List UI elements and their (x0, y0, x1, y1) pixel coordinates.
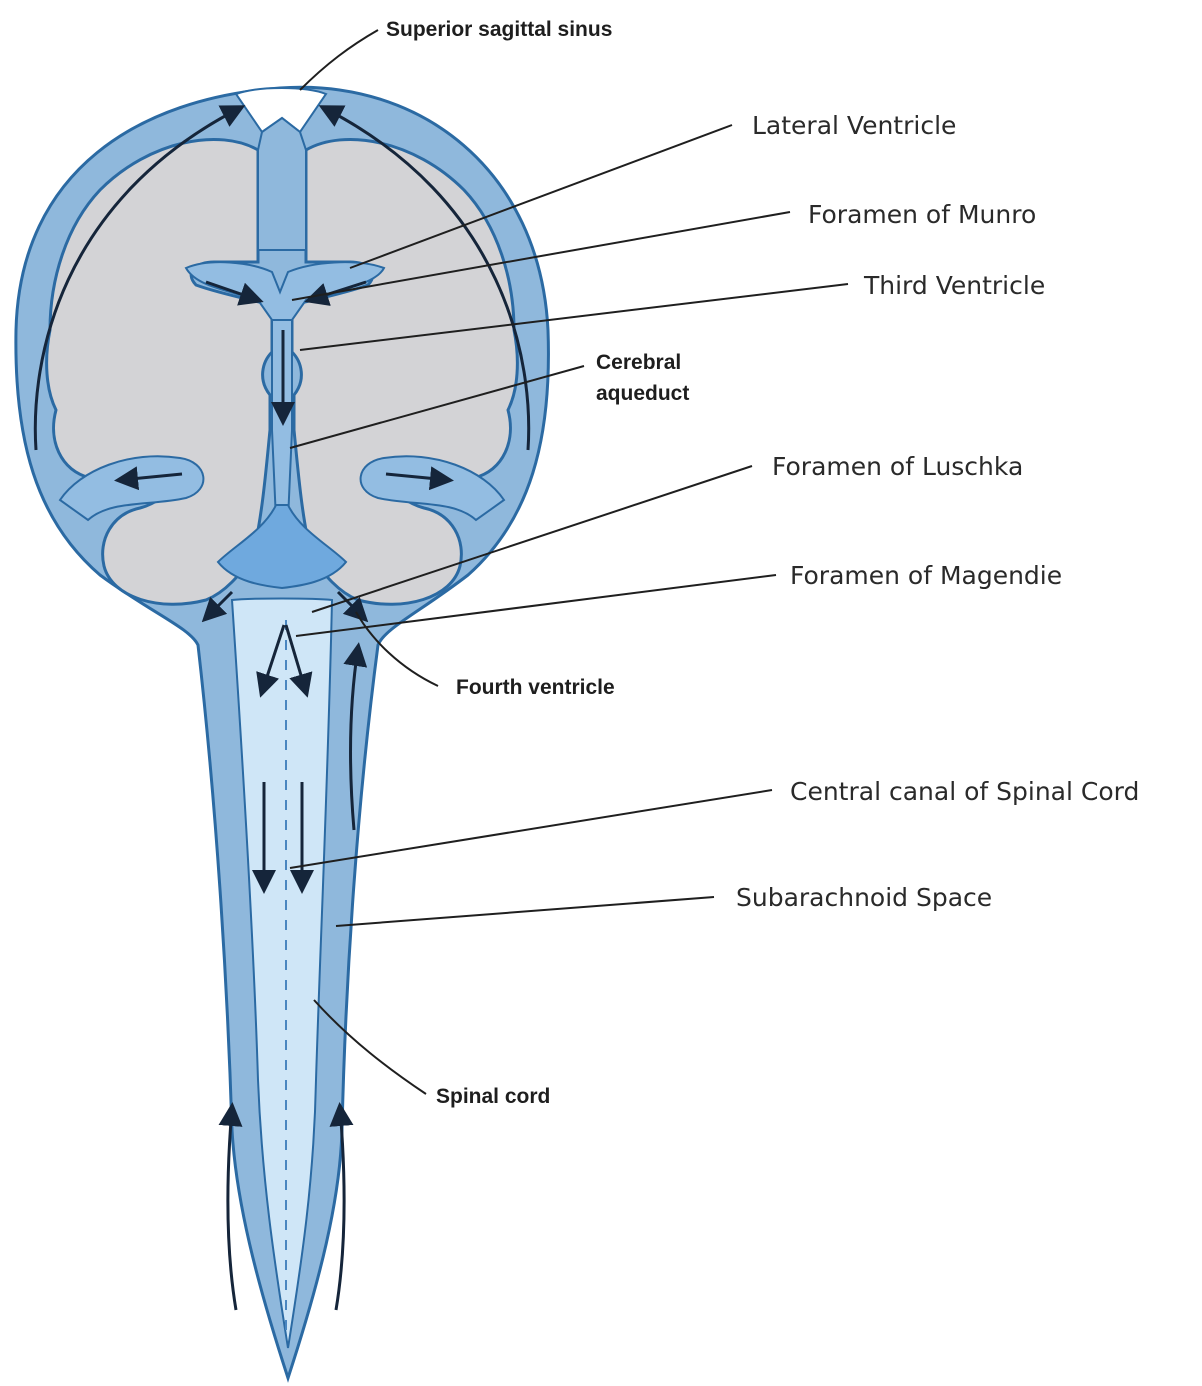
interhemispheric-fissure (258, 118, 306, 250)
label-lateral-ventricle: Lateral Ventricle (752, 111, 956, 140)
label-foramen-of-munro: Foramen of Munro (808, 200, 1036, 229)
label-third-ventricle: Third Ventricle (863, 271, 1045, 300)
label-fourth-ventricle: Fourth ventricle (456, 676, 615, 699)
label-cerebral-aqueduct-line2: aqueduct (596, 382, 689, 405)
label-spinal-cord: Spinal cord (436, 1085, 550, 1108)
label-foramen-of-luschka: Foramen of Luschka (772, 452, 1023, 481)
label-subarachnoid-space: Subarachnoid Space (736, 883, 992, 912)
label-foramen-of-magendie: Foramen of Magendie (790, 561, 1062, 590)
label-superior-sagittal-sinus: Superior sagittal sinus (386, 18, 612, 41)
label-cerebral-aqueduct-line1: Cerebral (596, 351, 681, 374)
label-central-canal: Central canal of Spinal Cord (790, 777, 1139, 806)
